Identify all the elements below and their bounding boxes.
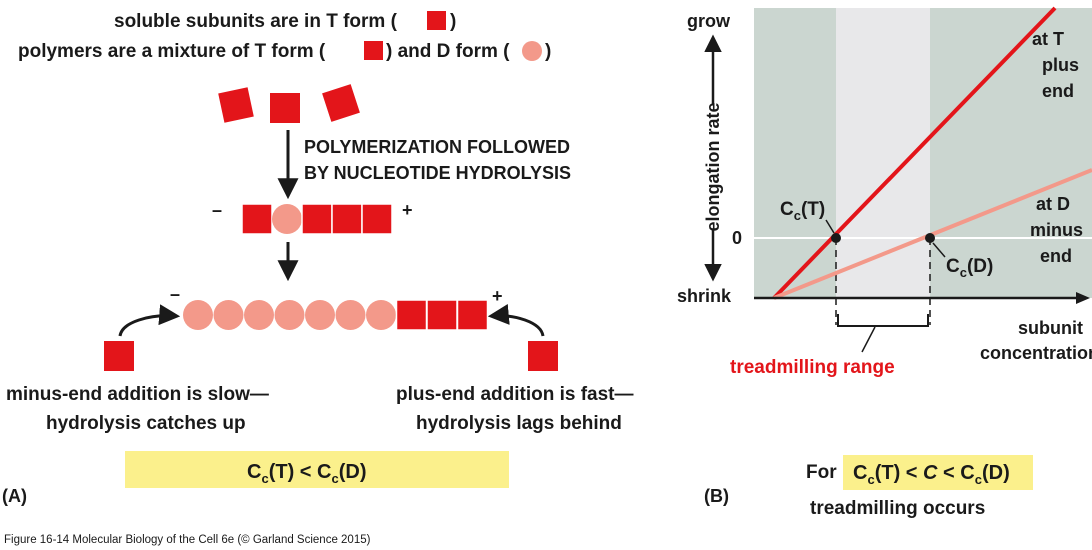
- inequality-end: (D): [339, 461, 367, 483]
- d-line-label-3: end: [1040, 246, 1072, 266]
- t-form-subunit: [361, 203, 393, 235]
- short-filament: [241, 203, 393, 235]
- treadmilling-range-bracket: [837, 314, 929, 327]
- cc-symbol: C: [960, 462, 974, 484]
- header-line2-end: ): [545, 41, 551, 62]
- cc-t-label: Cc(T): [780, 199, 825, 223]
- t-form-subunit: [395, 299, 428, 331]
- t-plus-end-line: [772, 6, 1057, 300]
- process-label-line2: BY NUCLEOTIDE HYDROLYSIS: [304, 163, 571, 183]
- minus-end-sign-long: –: [170, 284, 180, 304]
- process-label-line1: POLYMERIZATION FOLLOWED: [304, 137, 570, 157]
- footer-for: For: [806, 462, 837, 483]
- inequality-highlight: [125, 451, 509, 488]
- d-line-label-2: minus: [1030, 220, 1083, 240]
- panel-a-label: (A): [2, 486, 27, 506]
- plus-end-addition-arrow: [487, 304, 545, 337]
- t-form-subunit: [331, 203, 363, 235]
- d-form-subunit: [335, 300, 366, 330]
- t-form-subunit: [241, 203, 273, 235]
- cc-subscript: c: [867, 472, 874, 487]
- d-form-subunit: [183, 300, 213, 330]
- treadmilling-range-leader: [861, 326, 876, 353]
- header-line2-start: polymers are a mixture of T form (: [18, 41, 326, 62]
- cc-d-symbol: C: [946, 256, 960, 277]
- cc-d-point: [925, 233, 935, 243]
- cc-subscript: c: [975, 472, 982, 487]
- cc-symbol: C: [853, 462, 867, 484]
- footer-highlight: [843, 455, 1033, 490]
- d-form-subunit: [305, 300, 335, 330]
- free-t-subunit: [218, 87, 254, 123]
- free-t-subunit: [270, 93, 300, 123]
- header-line2-mid: ) and D form (: [386, 41, 510, 62]
- d-form-subunit: [244, 300, 274, 330]
- y-axis-shrink-label: shrink: [677, 286, 732, 306]
- footer-inequality: Cc(T) < C < Cc(D): [853, 462, 1010, 487]
- header-line1: soluble subunits are in T form (: [114, 11, 398, 32]
- long-filament: [183, 299, 489, 331]
- footer-line2: treadmilling occurs: [810, 498, 985, 519]
- minus-end-addition-arrow: [118, 304, 181, 337]
- d-form-legend-circle: [522, 41, 542, 61]
- cc-symbol: C: [317, 461, 331, 483]
- y-axis-title: elongation rate: [703, 102, 723, 231]
- inequality-mid: (T) <: [269, 461, 317, 483]
- t-form-subunit: [426, 299, 458, 331]
- cc-d-label: Cc(D): [946, 256, 993, 280]
- inequality-part: (D): [982, 462, 1010, 484]
- t-line-label-2: plus: [1042, 55, 1079, 75]
- cc-d-leader: [932, 242, 946, 258]
- minus-end-caption-line2: hydrolysis catches up: [46, 413, 246, 434]
- plus-end-caption-line2: hydrolysis lags behind: [416, 413, 622, 434]
- header-line1-end: ): [450, 11, 456, 32]
- x-axis-title-line1: subunit: [1018, 318, 1083, 338]
- cc-subscript: c: [261, 471, 268, 486]
- plus-end-incoming-subunit: [528, 341, 558, 371]
- d-form-subunit: [366, 300, 396, 330]
- header-line1-text: soluble subunits are in T form (: [114, 11, 398, 32]
- inequality-part: (T) <: [875, 462, 923, 484]
- panel-b-label: (B): [704, 486, 729, 506]
- t-form-subunit: [456, 299, 489, 331]
- t-line-label-3: end: [1042, 81, 1074, 101]
- cc-t-symbol: C: [780, 199, 794, 220]
- minus-end-incoming-subunit: [104, 341, 134, 371]
- panel-b: grow shrink 0 elongation rate at T plus …: [677, 6, 1092, 519]
- minus-end-caption-line1: minus-end addition is slow—: [6, 384, 269, 405]
- concentration-symbol: C: [923, 462, 938, 484]
- cc-d-suffix: (D): [967, 256, 993, 277]
- y-axis-grow-label: grow: [687, 11, 731, 31]
- inequality-part: <: [937, 462, 960, 484]
- t-line-label-1: at T: [1032, 29, 1064, 49]
- free-t-subunit: [322, 84, 360, 122]
- figure-caption: Figure 16-14 Molecular Biology of the Ce…: [4, 534, 371, 546]
- plus-end-sign: +: [402, 200, 413, 220]
- x-axis-title-line2: concentration: [980, 343, 1092, 363]
- t-form-legend-square-2: [364, 41, 383, 60]
- t-form-subunit: [301, 203, 333, 235]
- panel-a: soluble subunits are in T form ( ) polym…: [2, 11, 634, 506]
- plus-end-caption-line1: plus-end addition is fast—: [396, 384, 634, 405]
- cc-t-subscript: c: [794, 208, 801, 223]
- zero-tick-label: 0: [732, 228, 742, 248]
- cc-symbol: C: [247, 461, 261, 483]
- t-form-legend-square: [427, 11, 446, 30]
- cc-t-suffix: (T): [801, 199, 825, 220]
- cc-d-subscript: c: [960, 265, 967, 280]
- cc-subscript: c: [331, 471, 338, 486]
- minus-end-sign: –: [212, 200, 222, 220]
- d-form-subunit: [274, 300, 305, 330]
- d-form-subunit: [272, 204, 302, 234]
- plus-end-sign-long: +: [492, 286, 503, 306]
- x-axis-arrowhead: [1076, 292, 1090, 304]
- cc-t-leader: [825, 219, 835, 234]
- cc-inequality: Cc(T) < Cc(D): [247, 461, 366, 486]
- d-form-subunit: [213, 300, 244, 330]
- cc-t-point: [831, 233, 841, 243]
- d-line-label-1: at D: [1036, 194, 1070, 214]
- treadmilling-range-label: treadmilling range: [730, 357, 895, 378]
